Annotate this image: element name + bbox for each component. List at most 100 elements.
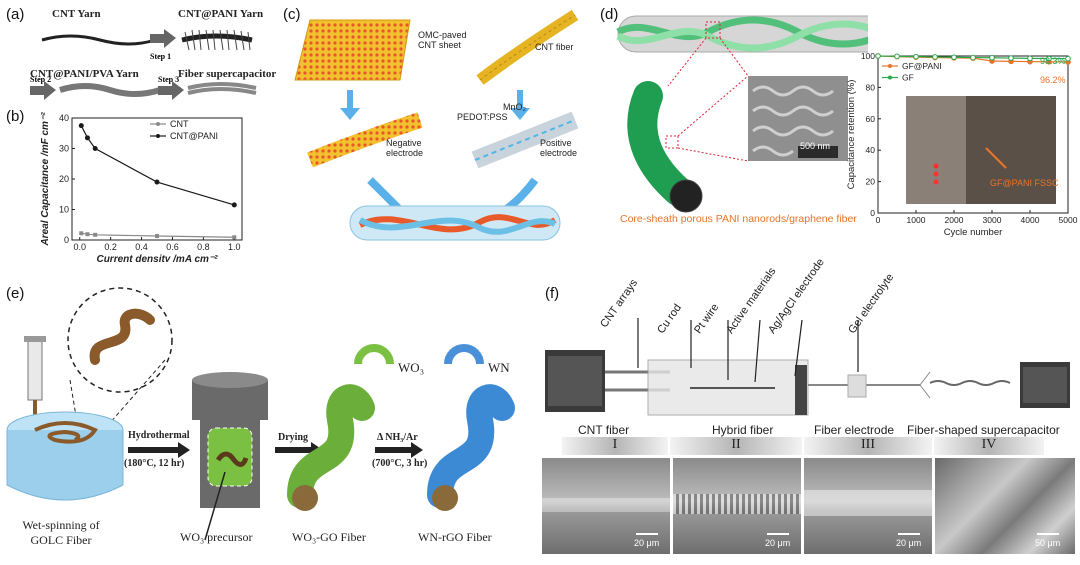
- scale-label-f4: 50 μm: [1035, 538, 1061, 548]
- twisted-output: [929, 380, 1011, 386]
- sem-image-f2: [673, 458, 801, 554]
- data-point: [894, 53, 900, 60]
- step3-label: Step 3: [158, 75, 179, 84]
- twisted-fiber-strand-a: [616, 16, 868, 48]
- roman-stage-1: I: [612, 437, 618, 452]
- data-point: [989, 54, 995, 61]
- hydrothermal-conditions: (180°C, 12 hr): [124, 458, 185, 469]
- cnt-pani-pva-yarn-label: CNT@PANI/PVA Yarn: [30, 68, 139, 80]
- panel-b-label: (b): [6, 108, 25, 125]
- device-photo-label: GF@PANI FSSC: [990, 178, 1059, 188]
- data-point: [92, 146, 98, 151]
- y-tick-label: 10: [59, 205, 69, 215]
- legend-label: CNT: [170, 119, 189, 129]
- wn-rgo-fiber: [427, 384, 515, 508]
- step2-label: Step 2: [30, 75, 51, 84]
- panel-c-illustration: [294, 10, 579, 241]
- panel-a-label: (a): [6, 6, 25, 23]
- x-tick-label: 0.2: [104, 242, 117, 252]
- scalebar-f3: [898, 533, 920, 535]
- step2-arrow: [30, 81, 56, 100]
- arrow-hydrothermal: [128, 442, 190, 458]
- legend-wo3-label: WO₃: [398, 360, 425, 375]
- negative-electrode-label: Negative electrode: [386, 138, 424, 158]
- x-tick-label: 0.6: [166, 242, 179, 252]
- hydrothermal-label: Hydrothermal: [128, 430, 190, 441]
- x-tick-label: 0.4: [135, 242, 148, 252]
- cnt-pani-yarn: [181, 29, 253, 51]
- wet-spinning-label: Wet-spinning of GOLC Fiber: [22, 518, 100, 547]
- panel-c-label: (c): [283, 6, 301, 23]
- y-tick-label: 40: [866, 145, 876, 155]
- scalebar-f1: [636, 533, 658, 535]
- legend-marker: [156, 134, 160, 138]
- data-point: [231, 202, 237, 208]
- wo3-go-fiber-label: WO₃-GO Fiber: [292, 530, 366, 544]
- retention-gf-pani: 96.2%: [1040, 75, 1066, 85]
- twisted-fiber-strand-b: [616, 20, 868, 52]
- motor-right: [1020, 362, 1070, 408]
- x-axis-label: Cycle number: [944, 227, 1003, 238]
- zoom-fiber: [89, 308, 155, 365]
- legend-label: GF@PANI: [902, 61, 942, 71]
- banner-stage-3: [804, 437, 932, 455]
- y-tick-label: 100: [861, 51, 875, 61]
- legend-wn-icon: [444, 344, 484, 365]
- roman-stage-3: III: [861, 437, 875, 452]
- legend-marker: [888, 64, 892, 68]
- banner-stage-4: [934, 437, 1044, 455]
- data-point: [1027, 55, 1033, 62]
- x-tick-label: 1000: [907, 215, 926, 225]
- bath-body: [6, 430, 124, 501]
- data-point: [154, 179, 160, 185]
- twisted-fiber-tube: [617, 15, 868, 53]
- y-tick-label: 20: [866, 177, 876, 187]
- nh3-label: Δ NH₃/Ar: [377, 432, 418, 443]
- stage-hybrid-fiber: Hybrid fiber: [712, 423, 774, 437]
- scalebar-f2: [767, 533, 789, 535]
- stage-fiber-supercapacitor: Fiber-shaped supercapacitor: [907, 423, 1060, 437]
- banner-stage-1: [562, 437, 668, 455]
- cnt-pani-yarn-label: CNT@PANI Yarn: [178, 8, 264, 20]
- y-tick-label: 0: [870, 208, 875, 218]
- x-axis-label: Current density /mA cm⁻²: [96, 254, 218, 262]
- wn-rgo-fiber-label: WN-rGO Fiber: [418, 530, 492, 544]
- scale-label-f2: 20 μm: [765, 538, 791, 548]
- panel-d-caption: Core-sheath porous PANI nanorods/graphen…: [620, 213, 857, 225]
- omc-sheet-label: OMC-paved CNT sheet: [418, 30, 467, 50]
- y-tick-label: 40: [59, 113, 69, 123]
- data-point: [155, 234, 159, 239]
- mno2-label: MnO₂: [503, 102, 526, 112]
- y-tick-label: 0: [64, 235, 69, 245]
- panel-e-label: (e): [6, 285, 25, 302]
- gel-sleeve: [847, 374, 867, 398]
- cnt-fiber-drawing: [476, 10, 579, 85]
- panel-f-label: (f): [545, 285, 560, 302]
- data-point: [85, 232, 90, 237]
- sem-image-f4: [935, 458, 1075, 554]
- y-tick-label: 60: [866, 114, 876, 124]
- positive-electrode-label: Positive electrode: [540, 138, 578, 158]
- data-point: [79, 231, 84, 236]
- legend-label: CNT@PANI: [170, 131, 218, 141]
- panel-e-illustration: [6, 287, 515, 541]
- y-tick-label: 20: [59, 174, 69, 184]
- y-tick-label: 30: [59, 144, 69, 154]
- x-tick-label: 0.8: [197, 242, 210, 252]
- stage-cnt-fiber: CNT fiber: [578, 423, 630, 437]
- cnt-yarn-label: CNT Yarn: [52, 8, 101, 20]
- wo3-go-fiber: [287, 384, 375, 508]
- sem-scale-d: 500 nm: [800, 141, 831, 151]
- y-axis-label: Capacitance retention (%): [846, 80, 857, 190]
- arrow-nh3: [375, 442, 423, 458]
- fiber-cross-section: [669, 179, 703, 213]
- data-point: [875, 53, 881, 59]
- cnt-yarn: [41, 34, 156, 46]
- data-point: [78, 123, 84, 129]
- x-tick-label: 2000: [945, 215, 964, 225]
- panel-d-illustration: [616, 15, 868, 213]
